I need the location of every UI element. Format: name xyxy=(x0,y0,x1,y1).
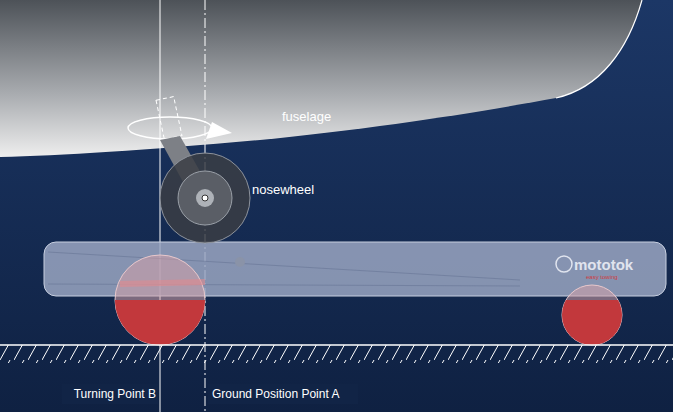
rotation-arrow xyxy=(128,117,212,139)
arrow-head xyxy=(206,122,232,139)
part-label: Ground Position Point A xyxy=(212,387,339,401)
fuselage-edge xyxy=(556,0,642,98)
front-wheel-tyre xyxy=(115,300,205,345)
nosewheel-rim xyxy=(178,171,232,225)
part-label: fuselage xyxy=(282,109,331,125)
clamp-arm xyxy=(120,282,205,284)
part-label: nosewheel xyxy=(252,182,314,198)
strut-housing xyxy=(156,97,182,140)
part-label: Turning Point B xyxy=(74,387,156,401)
label-patch xyxy=(62,384,158,404)
rear-wheel xyxy=(562,285,622,345)
ground-line xyxy=(0,344,673,346)
logo-text: mototok xyxy=(574,256,633,274)
nosewheel-tyre xyxy=(160,153,250,243)
rear-wheel-tyre xyxy=(562,300,622,345)
nosewheel-hub xyxy=(196,189,214,207)
logo-ring xyxy=(556,256,572,272)
logo-text: easy towing xyxy=(586,274,618,281)
axle xyxy=(202,195,208,201)
pivot-dot xyxy=(235,257,245,267)
ground-hatching xyxy=(0,345,673,363)
front-wheel xyxy=(115,255,205,345)
fuselage-shape xyxy=(0,0,642,157)
tug-line xyxy=(48,252,520,280)
label-patch xyxy=(208,384,358,404)
